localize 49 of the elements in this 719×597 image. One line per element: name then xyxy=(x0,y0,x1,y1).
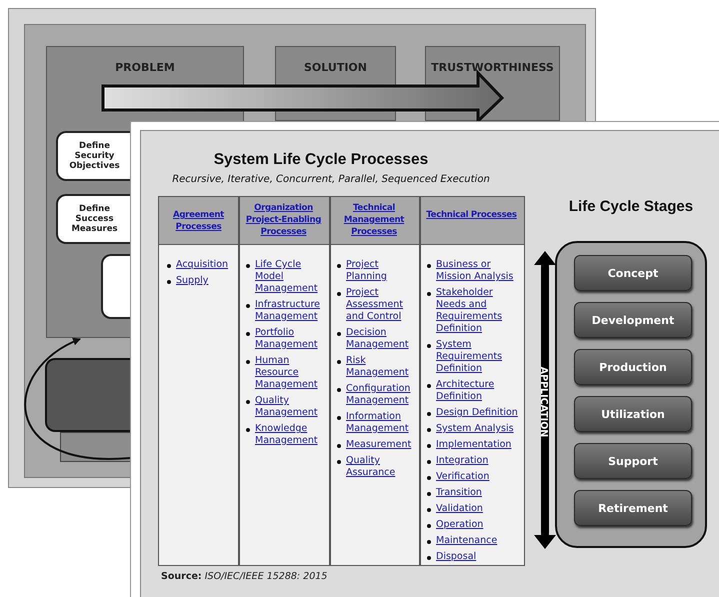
empty-box xyxy=(101,254,131,319)
process-link: Verification xyxy=(436,471,490,483)
curved-arrow xyxy=(24,338,130,460)
process-link: Maintenance xyxy=(436,535,498,547)
process-link: Configuration Management xyxy=(346,383,412,407)
process-link: Life Cycle Model Management xyxy=(255,259,319,295)
stage-button: Concept xyxy=(574,255,692,291)
process-link: Acquisition xyxy=(176,259,228,271)
process-link: Quality Management xyxy=(255,395,319,419)
stage-button: Support xyxy=(574,443,692,479)
section-heading: Life Cycle Stages xyxy=(568,198,694,215)
process-link: Transition xyxy=(436,487,482,499)
process-link: Human Resource Management xyxy=(255,355,319,391)
column-header-link: Organization Project-Enabling Processes xyxy=(244,202,322,238)
source-note: Source: ISO/IEC/IEEE 15288: 2015 xyxy=(161,571,328,582)
process-link: Portfolio Management xyxy=(255,327,319,351)
process-link: Design Definition xyxy=(436,407,518,419)
process-link: Project Planning xyxy=(346,259,388,283)
process-link: Measurement xyxy=(346,439,412,451)
process-link: Risk Management xyxy=(346,355,410,379)
process-link: Infrastructure Management xyxy=(255,299,322,323)
process-link: Decision Management xyxy=(346,327,410,351)
stage-button: Retirement xyxy=(574,490,692,526)
process-link: Validation xyxy=(436,503,483,515)
process-link: Supply xyxy=(176,275,208,287)
stage-button: Production xyxy=(574,349,692,385)
empty-box xyxy=(45,358,130,432)
arrow-label: APPLICATION xyxy=(537,366,550,440)
process-link: Disposal xyxy=(436,551,476,563)
process-link: Project Assessment and Control xyxy=(346,287,404,323)
column-header-link: Agreement Processes xyxy=(172,209,225,233)
process-link: Integration xyxy=(436,455,488,467)
process-link: System Analysis xyxy=(436,423,514,435)
column-header-link: Technical Management Processes xyxy=(342,202,406,238)
process-link: Quality Assurance xyxy=(346,455,396,479)
step-box: Define Success Measures xyxy=(56,194,131,244)
process-link: Information Management xyxy=(346,411,410,435)
process-link: Implementation xyxy=(436,439,512,451)
process-link: Operation xyxy=(436,519,484,531)
process-link: Stakeholder Needs and Requirements Definition xyxy=(436,287,504,335)
column-header-link: Technical Processes xyxy=(425,209,518,221)
stage-button: Utilization xyxy=(574,396,692,432)
step-box: Define Security Objectives xyxy=(56,131,131,181)
stage-button: Development xyxy=(574,302,692,338)
base-bar xyxy=(60,432,130,462)
process-link: Knowledge Management xyxy=(255,423,319,447)
process-link: Business or Mission Analysis xyxy=(436,259,514,283)
process-link: Architecture Definition xyxy=(436,379,496,403)
process-link: System Requirements Definition xyxy=(436,339,504,375)
